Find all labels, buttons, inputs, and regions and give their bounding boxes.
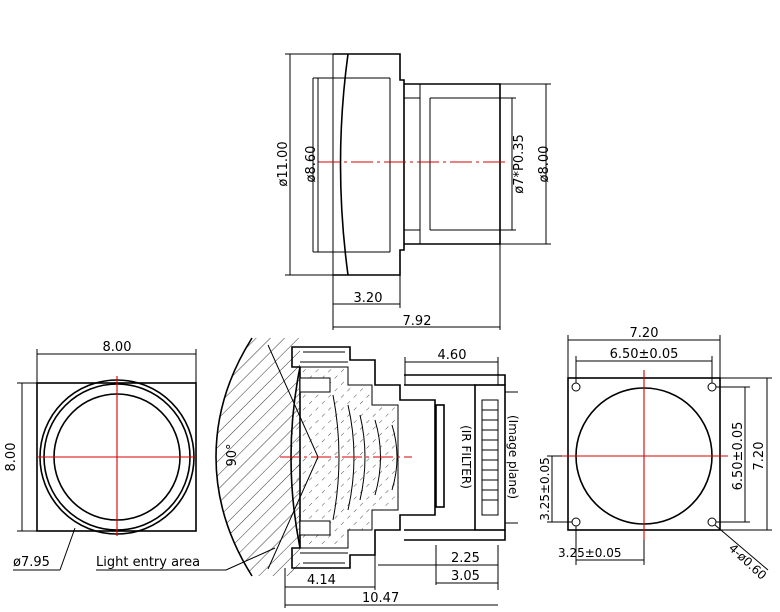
dim-len-total: 7.92 — [403, 314, 432, 329]
side-horizontal-dimensions — [332, 244, 501, 330]
lens-housing-outline — [333, 53, 405, 276]
side-vertical-dimensions — [285, 53, 551, 276]
side-view: ø11.00 ø8.60 ø7*P0.35 ø8.00 3.20 7.92 — [276, 53, 552, 330]
dim-len-front: 3.20 — [354, 291, 383, 306]
dim-back-offset-x: 3.25±0.05 — [558, 546, 622, 560]
dim-section-top: 4.60 — [438, 348, 467, 363]
front-glass-curve — [339, 53, 349, 276]
dim-front-width: 8.00 — [103, 340, 132, 355]
mount-hole — [707, 382, 717, 392]
dim-dia-outer: ø11.00 — [276, 141, 291, 186]
ir-filter — [435, 404, 445, 508]
dim-414: 4.14 — [307, 573, 336, 588]
dim-front-dia: ø7.95 — [13, 555, 50, 570]
label-ir-filter: (IR FILTER) — [459, 425, 473, 489]
mount-hole — [571, 382, 581, 392]
section-view: 90° (IR FILTER) (Image plane) 4.60 2.25 — [215, 337, 520, 608]
back-view: 7.20 6.50±0.05 7.20 6.50±0.05 3.25±0.05 … — [538, 326, 772, 583]
section-housing — [291, 346, 436, 569]
dim-back-width: 7.20 — [630, 326, 659, 341]
label-light-entry: Light entry area — [96, 555, 200, 570]
dim-back-offset-y: 3.25±0.05 — [538, 457, 552, 521]
dim-back-height: 7.20 — [752, 442, 767, 471]
dim-front-height: 8.00 — [4, 443, 19, 472]
dim-thread: ø7*P0.35 — [512, 134, 527, 194]
dim-1047: 10.47 — [362, 591, 399, 606]
sensor-block — [474, 384, 506, 531]
label-image-plane: (Image plane) — [506, 415, 520, 499]
lens-housing-inner — [312, 77, 391, 253]
dim-dia-inner: ø8.60 — [304, 146, 319, 183]
dim-hole-dia: 4-ø0.60 — [726, 541, 769, 583]
dim-225: 2.25 — [451, 551, 480, 566]
mount-hole — [707, 517, 717, 527]
mount-hole — [571, 517, 581, 527]
dim-305: 3.05 — [451, 569, 480, 584]
barrel-outline — [404, 83, 501, 245]
dim-back-hole-x: 6.50±0.05 — [610, 347, 679, 362]
angle-90: 90° — [225, 443, 240, 466]
dim-dia-barrel: ø8.00 — [537, 146, 552, 183]
dim-back-hole-y: 6.50±0.05 — [731, 422, 746, 491]
front-view: 8.00 8.00 ø7.95 Light entry area — [4, 340, 276, 571]
